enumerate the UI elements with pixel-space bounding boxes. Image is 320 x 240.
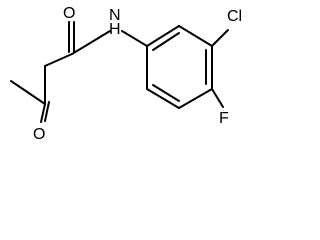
atom-label-f: F	[219, 110, 229, 127]
ring-bond-1	[146, 25, 180, 47]
c-cl-bond	[211, 29, 229, 47]
atom-label-n: N	[109, 7, 121, 24]
ring-bond-5	[146, 88, 180, 109]
ring-bond-4	[178, 88, 213, 109]
amide-c-n-bond	[71, 30, 111, 55]
ketone-double-bond-a	[40, 103, 46, 123]
ring-inner-double-3	[152, 84, 180, 102]
atom-label-o-amide: O	[63, 5, 75, 22]
atom-label-o-ketone: O	[33, 126, 45, 143]
atom-label-h: H	[109, 21, 121, 38]
ring-bond-2	[178, 25, 213, 47]
molecule-structure: O N H Cl F O	[10, 5, 242, 143]
ring-inner-double-1	[152, 32, 180, 51]
n-aryl-bond	[121, 30, 148, 47]
atom-label-cl: Cl	[227, 8, 242, 25]
carbonyl-ch2-bond	[44, 53, 73, 67]
bond-lines	[10, 21, 229, 123]
ketone-double-bond-b	[44, 101, 50, 122]
ketone-methyl-bond	[10, 80, 46, 105]
c-f-bond	[211, 88, 224, 108]
